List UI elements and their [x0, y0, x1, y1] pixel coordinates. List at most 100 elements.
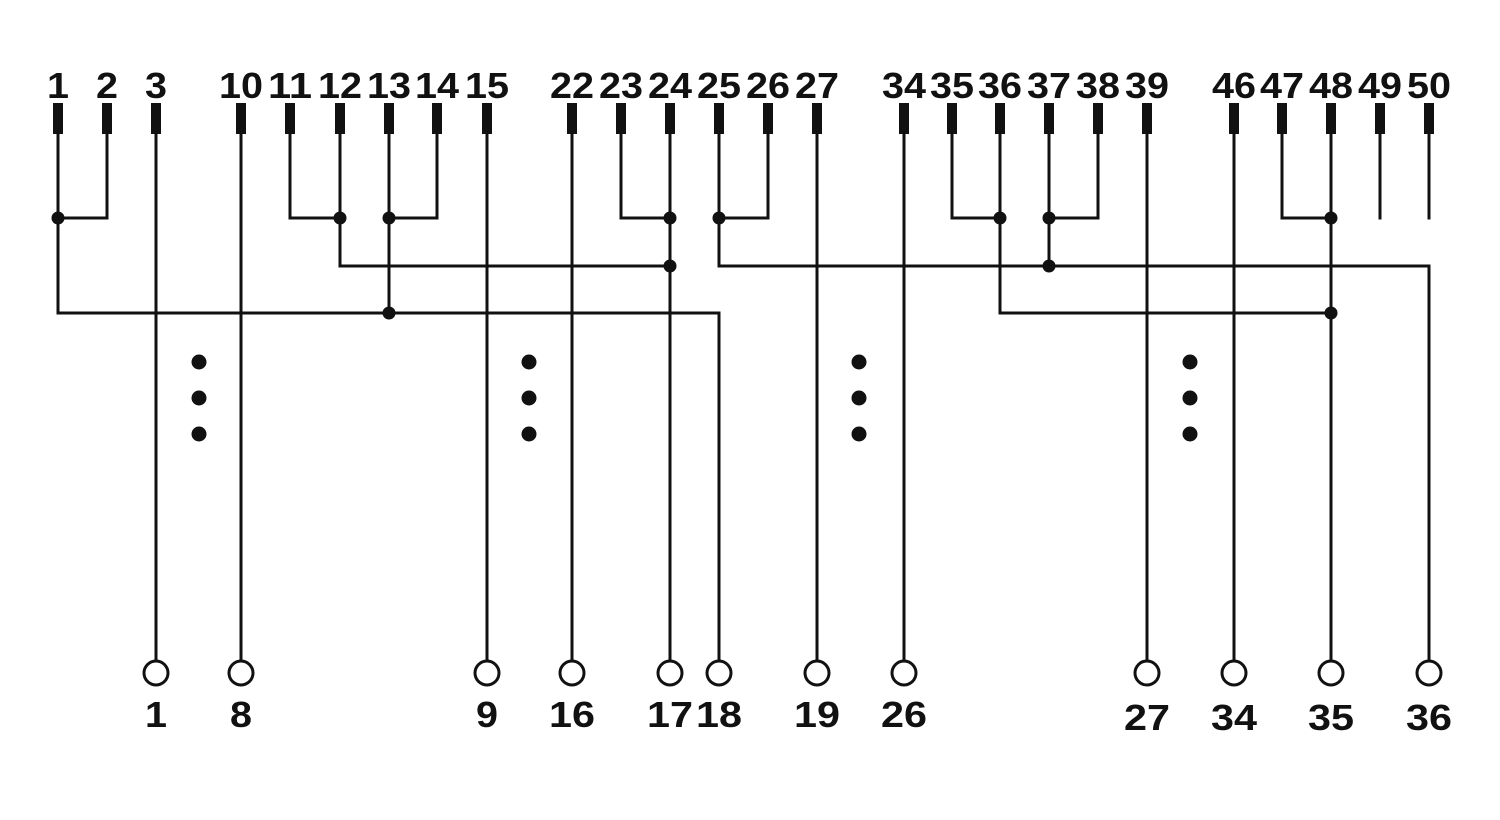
wire-layer [56, 132, 1431, 663]
junction-bus-36 [1042, 259, 1056, 273]
ellipsis-dot-3-1 [851, 354, 867, 370]
terminal-1 [142, 659, 170, 687]
pin-label-3: 3 [145, 65, 167, 106]
pin-26 [763, 103, 773, 134]
terminal-label-18: 18 [696, 694, 742, 735]
pin-label-46: 46 [1212, 65, 1256, 106]
pin-3 [151, 103, 161, 134]
pin-label-24: 24 [648, 65, 692, 106]
pin-13 [384, 103, 394, 134]
pin-label-36: 36 [978, 65, 1022, 106]
pin-label-22: 22 [550, 65, 594, 106]
terminal-label-26: 26 [881, 694, 927, 735]
pin-46 [1229, 103, 1239, 134]
terminal-label-17: 17 [647, 694, 693, 735]
wire-pin-38-bridge [1047, 132, 1100, 220]
pin-37 [1044, 103, 1054, 134]
pin-label-14: 14 [415, 65, 459, 106]
terminal-8 [227, 659, 255, 687]
pin-label-38: 38 [1076, 65, 1120, 106]
pin-label-26: 26 [746, 65, 790, 106]
junction-bus-35 [1324, 306, 1338, 320]
wire-bus-35-link [998, 132, 1333, 315]
ellipsis-dot-4-2 [1182, 390, 1198, 406]
pin-label-50: 50 [1407, 65, 1451, 106]
terminal-36 [1415, 659, 1443, 687]
wire-pin-11-bridge [288, 132, 342, 220]
junction-bus-17 [663, 259, 677, 273]
pin-label-49: 49 [1358, 65, 1402, 106]
terminal-19 [803, 659, 831, 687]
wire-pin-14-bridge [387, 132, 439, 220]
ellipsis-dot-2-3 [521, 426, 537, 442]
terminal-18 [705, 659, 733, 687]
junction-bus-18 [382, 306, 396, 320]
terminal-label-36: 36 [1406, 697, 1452, 738]
pin-label-12: 12 [318, 65, 362, 106]
pin-1 [53, 103, 63, 134]
terminal-label-27: 27 [1124, 697, 1170, 738]
pin-47 [1277, 103, 1287, 134]
ellipsis-dot-3-3 [851, 426, 867, 442]
ellipsis-dot-2-2 [521, 390, 537, 406]
wire-pin-47-bridge [1280, 132, 1333, 220]
terminal-27 [1133, 659, 1161, 687]
pin-25 [714, 103, 724, 134]
ellipsis-dot-4-3 [1182, 426, 1198, 442]
pin-14 [432, 103, 442, 134]
wire-pin-35-bridge [950, 132, 1002, 220]
pin-15 [482, 103, 492, 134]
ellipsis-dot-1-2 [191, 390, 207, 406]
terminal-17 [656, 659, 684, 687]
pin-label-10: 10 [219, 65, 263, 106]
pin-label-48: 48 [1309, 65, 1353, 106]
pin-35 [947, 103, 957, 134]
pin-10 [236, 103, 246, 134]
pin-label-35: 35 [930, 65, 974, 106]
junction-pin-1 [51, 211, 65, 225]
pin-11 [285, 103, 295, 134]
terminal-label-8: 8 [230, 694, 252, 735]
pin-38 [1093, 103, 1103, 134]
terminal-26 [890, 659, 918, 687]
pin-2 [102, 103, 112, 134]
ellipsis-dot-2-1 [521, 354, 537, 370]
pin-34 [899, 103, 909, 134]
terminal-34 [1220, 659, 1248, 687]
terminal-16 [558, 659, 586, 687]
pin-36 [995, 103, 1005, 134]
junction-layer [51, 211, 1338, 320]
pin-label-47: 47 [1260, 65, 1304, 106]
wire-bus-36 [717, 132, 1431, 663]
pin-39 [1142, 103, 1152, 134]
pin-label-15: 15 [465, 65, 509, 106]
junction-pin-24 [663, 211, 677, 225]
terminal-label-1: 1 [145, 694, 167, 735]
terminal-layer [142, 659, 1443, 687]
junction-pin-13 [382, 211, 396, 225]
pin-label-2: 2 [96, 65, 118, 106]
pin-layer [53, 103, 1434, 134]
pin-label-1: 1 [47, 65, 69, 106]
wire-bus-17-link [338, 132, 672, 268]
ellipsis-dot-1-3 [191, 426, 207, 442]
pin-49 [1375, 103, 1385, 134]
junction-pin-48 [1324, 211, 1338, 225]
pin-label-27: 27 [795, 65, 839, 106]
terminal-9 [473, 659, 501, 687]
pin-label-13: 13 [367, 65, 411, 106]
junction-pin-37 [1042, 211, 1056, 225]
junction-pin-12 [333, 211, 347, 225]
pin-48 [1326, 103, 1336, 134]
terminal-35 [1317, 659, 1345, 687]
ellipsis-layer [191, 354, 1198, 442]
pin-50 [1424, 103, 1434, 134]
ellipsis-dot-3-2 [851, 390, 867, 406]
ellipsis-dot-1-1 [191, 354, 207, 370]
terminal-label-16: 16 [549, 694, 595, 735]
pin-label-25: 25 [697, 65, 741, 106]
junction-pin-25 [712, 211, 726, 225]
pin-label-39: 39 [1125, 65, 1169, 106]
